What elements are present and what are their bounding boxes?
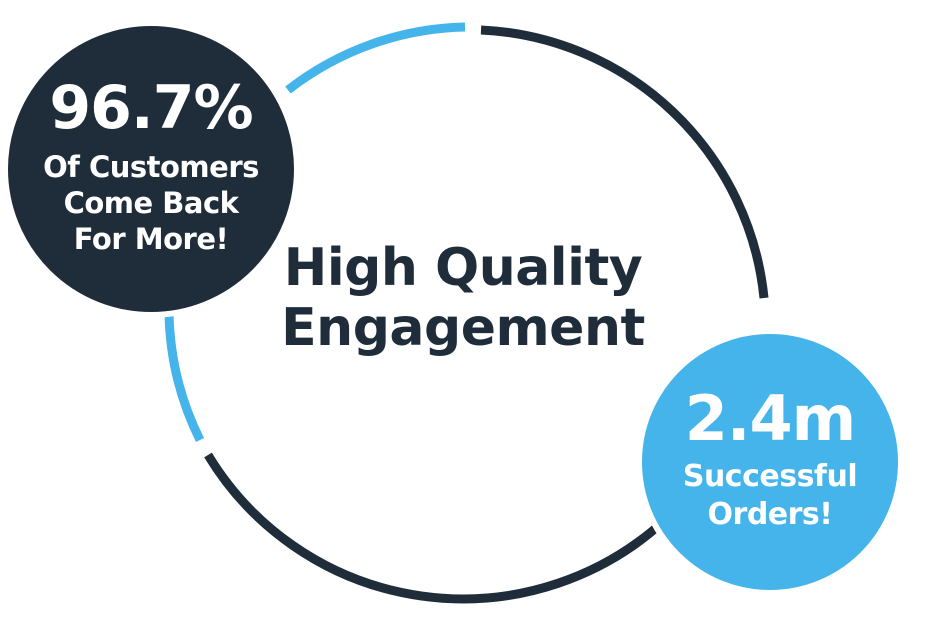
ring-segment-top-accent <box>285 22 466 94</box>
stat-bubble-returning-customers: 96.7% Of Customers Come Back For More! <box>2 20 300 318</box>
center-title-line-1: High Quality <box>283 238 643 298</box>
center-title-line-2: Engagement <box>281 298 645 358</box>
stat-bubble-successful-orders: 2.4m Successful Orders! <box>636 328 904 596</box>
ring-segment-bottom-primary <box>204 452 669 604</box>
stat-label-line-1: Of Customers <box>43 150 259 184</box>
stat-label-line-1: Successful <box>682 459 858 494</box>
stat-value-returning-customers: 96.7% <box>49 73 253 143</box>
ring-segment-left-accent <box>164 311 205 442</box>
ring-segment-right-primary <box>480 25 769 299</box>
stat-label-line-3: For More! <box>73 222 229 256</box>
stat-value-successful-orders: 2.4m <box>684 382 856 455</box>
stat-label-line-2: Come Back <box>63 186 239 220</box>
stat-label-line-2: Orders! <box>707 497 833 532</box>
center-title: High Quality Engagement <box>248 238 678 358</box>
